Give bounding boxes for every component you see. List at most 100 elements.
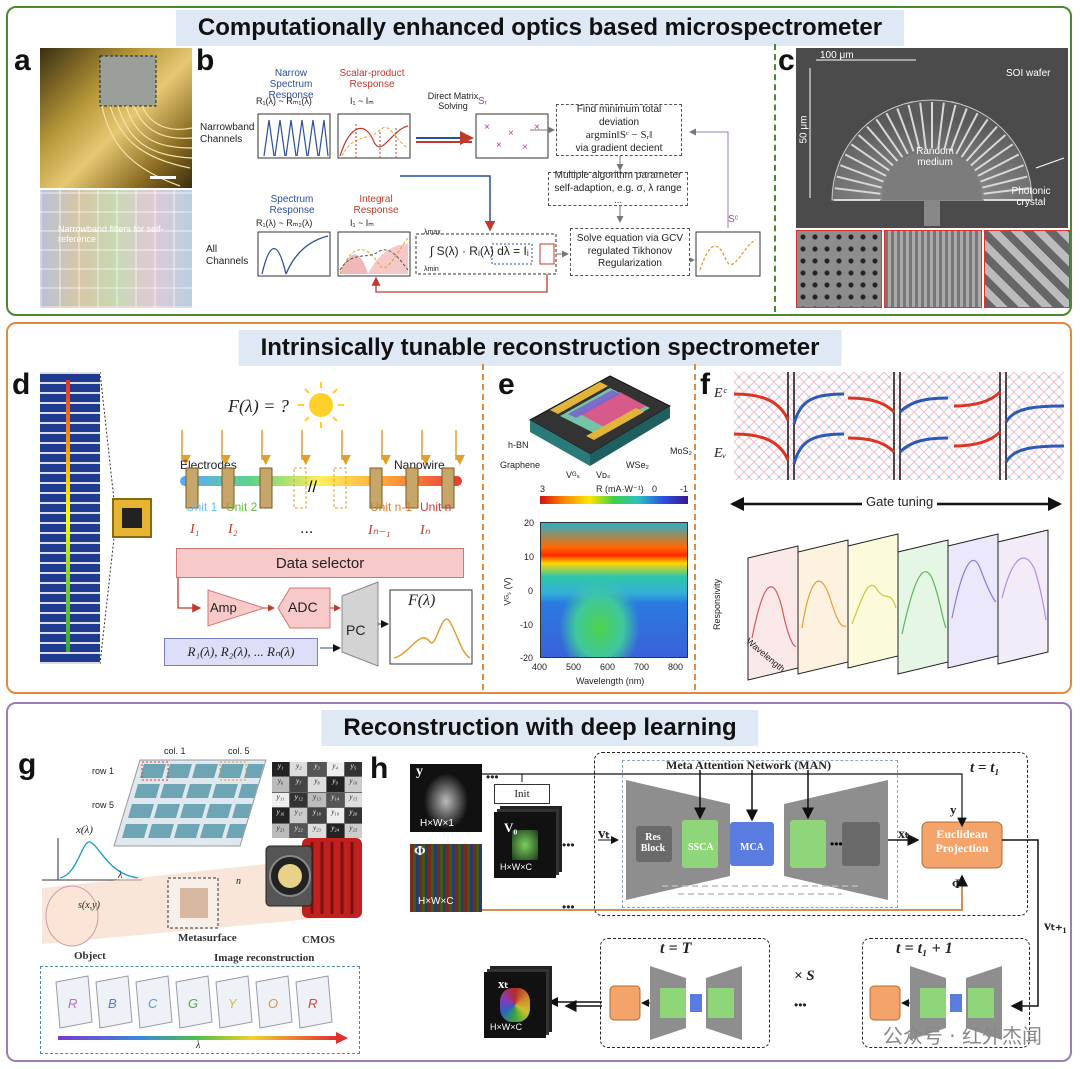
panel-label-d: d	[12, 368, 31, 401]
unit-2: Unit 2	[226, 500, 258, 514]
t-eq-T-box	[600, 938, 770, 1048]
y-cell: y₁₀	[344, 777, 362, 792]
section-top	[6, 6, 1072, 316]
metasurface-label: Metasurface	[178, 932, 237, 944]
scale-100um: 100 μm	[820, 50, 854, 61]
phi-image	[410, 844, 482, 912]
responsivity-label: Responsivity	[712, 578, 722, 630]
panel-bc-divider	[774, 44, 776, 312]
svg-text:×: ×	[534, 122, 540, 133]
panel-g-recon-box	[40, 966, 360, 1054]
section-middle	[6, 322, 1072, 694]
cb-label: R (mA·W⁻¹)	[596, 484, 644, 494]
spectrum-eq: R₁(λ) ~ Rₘ₂(λ)	[256, 218, 313, 228]
e-xtick-500: 500	[566, 662, 582, 672]
panel-g-camera	[265, 838, 362, 918]
photonic-ray	[896, 108, 915, 152]
y-cell: y₁₈	[308, 808, 326, 823]
dots-4: •••	[794, 998, 807, 1012]
res-block-label: Res Block	[640, 832, 666, 854]
col5-label: col. 5	[228, 746, 250, 756]
panel-g-metasurface-grid	[113, 759, 267, 847]
current-dots: ...	[300, 520, 314, 537]
unit-n: Unit n	[420, 500, 452, 514]
panel-f-bands	[734, 372, 1064, 480]
narrow-eq: R₁(λ) ~ Rₘ₁(λ)	[256, 96, 312, 106]
sr-label: Sᵣ	[478, 96, 488, 107]
responses-box: R₁(λ), R₂(λ), ... Rₙ(λ)	[164, 638, 318, 666]
photonic-ray	[850, 143, 890, 172]
photonic-ray	[836, 175, 882, 189]
sxy-label: s(x,y)	[78, 900, 100, 911]
current-2: I₂	[228, 522, 238, 537]
photonic-ray	[875, 118, 904, 158]
svg-text:×: ×	[484, 122, 490, 133]
phi-label: Φ	[414, 844, 426, 859]
svg-text:×: ×	[496, 140, 502, 151]
hbn-label: h-BN	[508, 440, 529, 450]
man-inner-box	[622, 760, 898, 908]
photonic-ray	[844, 153, 887, 177]
panel-b-all-plots	[257, 231, 761, 293]
mos2-label: MoS₂	[670, 446, 692, 456]
svg-text:×: ×	[522, 142, 528, 153]
panel-d-light-arrows	[180, 430, 465, 466]
output-arrow	[548, 997, 602, 1007]
panel-e-device	[528, 375, 672, 466]
panel-d-nanowire-bar	[180, 476, 462, 486]
y-cell: y₂₀	[344, 808, 362, 823]
vds-device-label: Vᴅₛ	[596, 470, 611, 480]
photonic-ray	[965, 125, 998, 162]
photonic-ray	[919, 102, 927, 149]
spectrum-response-label: Spectrum Response	[269, 194, 315, 216]
e-xtick-800: 800	[668, 662, 684, 672]
y-cell: y₆	[272, 777, 290, 792]
find-min-box: Find minimum total deviation argmin‖Sᶜ −…	[556, 104, 682, 156]
section-bottom	[6, 702, 1072, 1062]
y-cell: y₁₁	[272, 792, 290, 808]
panel-e-heatmap	[540, 522, 688, 658]
via-gradient-text: via gradient decient	[575, 143, 663, 155]
e-ytick-10: 10	[524, 552, 535, 562]
scalar-product-label: Scalar-product Response	[339, 68, 405, 90]
t-eq-T-label: t = T	[660, 940, 692, 957]
svg-text://: //	[308, 479, 317, 496]
photonic-ray	[955, 112, 979, 155]
svg-text:B: B	[108, 996, 117, 1011]
argmin-text: argmin‖Sᶜ − Sᵣ‖	[585, 129, 653, 142]
scale-50um: 50 μm	[798, 115, 810, 144]
v0-label: V₀	[504, 820, 518, 835]
graphene-label: Graphene	[500, 460, 541, 470]
photonic-ray	[885, 112, 909, 155]
e-ylabel: Vᴳₛ (V)	[502, 577, 513, 606]
unit-n-1: Unit n-1	[370, 500, 413, 514]
panel-d-pipeline	[177, 578, 473, 667]
solve-eq-text: Solve equation via GCV regulated Tikhono…	[576, 233, 684, 270]
init-text: Init	[514, 788, 530, 800]
find-min-text: Find minimum total deviation	[576, 104, 662, 128]
y-cell: y₁₃	[308, 792, 326, 808]
t-eq-t1: t = t₁	[970, 760, 1000, 776]
panel-d-sun	[298, 382, 344, 428]
lambda-small: λ	[118, 870, 123, 881]
t-eq-T-network	[609, 966, 742, 1040]
man-outer-box	[594, 752, 1028, 916]
photonic-ray	[983, 187, 1030, 195]
lambda-min: λmin	[424, 266, 439, 273]
mca-label: MCA	[740, 842, 764, 853]
v0-stack	[494, 812, 556, 878]
y-cell: y₉	[326, 777, 344, 792]
watermark-text: 公众号 · 红外杰闻	[882, 1024, 1042, 1048]
y-cell: y₈	[308, 777, 326, 792]
data-selector-text: Data selector	[275, 554, 365, 572]
svg-text:Y: Y	[228, 996, 238, 1011]
man-network: •••	[626, 770, 1003, 900]
photonic-ray	[834, 187, 881, 195]
sc-label: Sᶜ	[728, 214, 739, 225]
y-cell: y₂₁	[272, 823, 290, 838]
e-xtick-600: 600	[600, 662, 616, 672]
y-cell: y₂₃	[308, 823, 326, 838]
narrowband-channels: Narrowband Channels	[200, 122, 255, 145]
lambda-max: λmax	[424, 229, 441, 236]
panel-c-sem	[796, 48, 1068, 228]
